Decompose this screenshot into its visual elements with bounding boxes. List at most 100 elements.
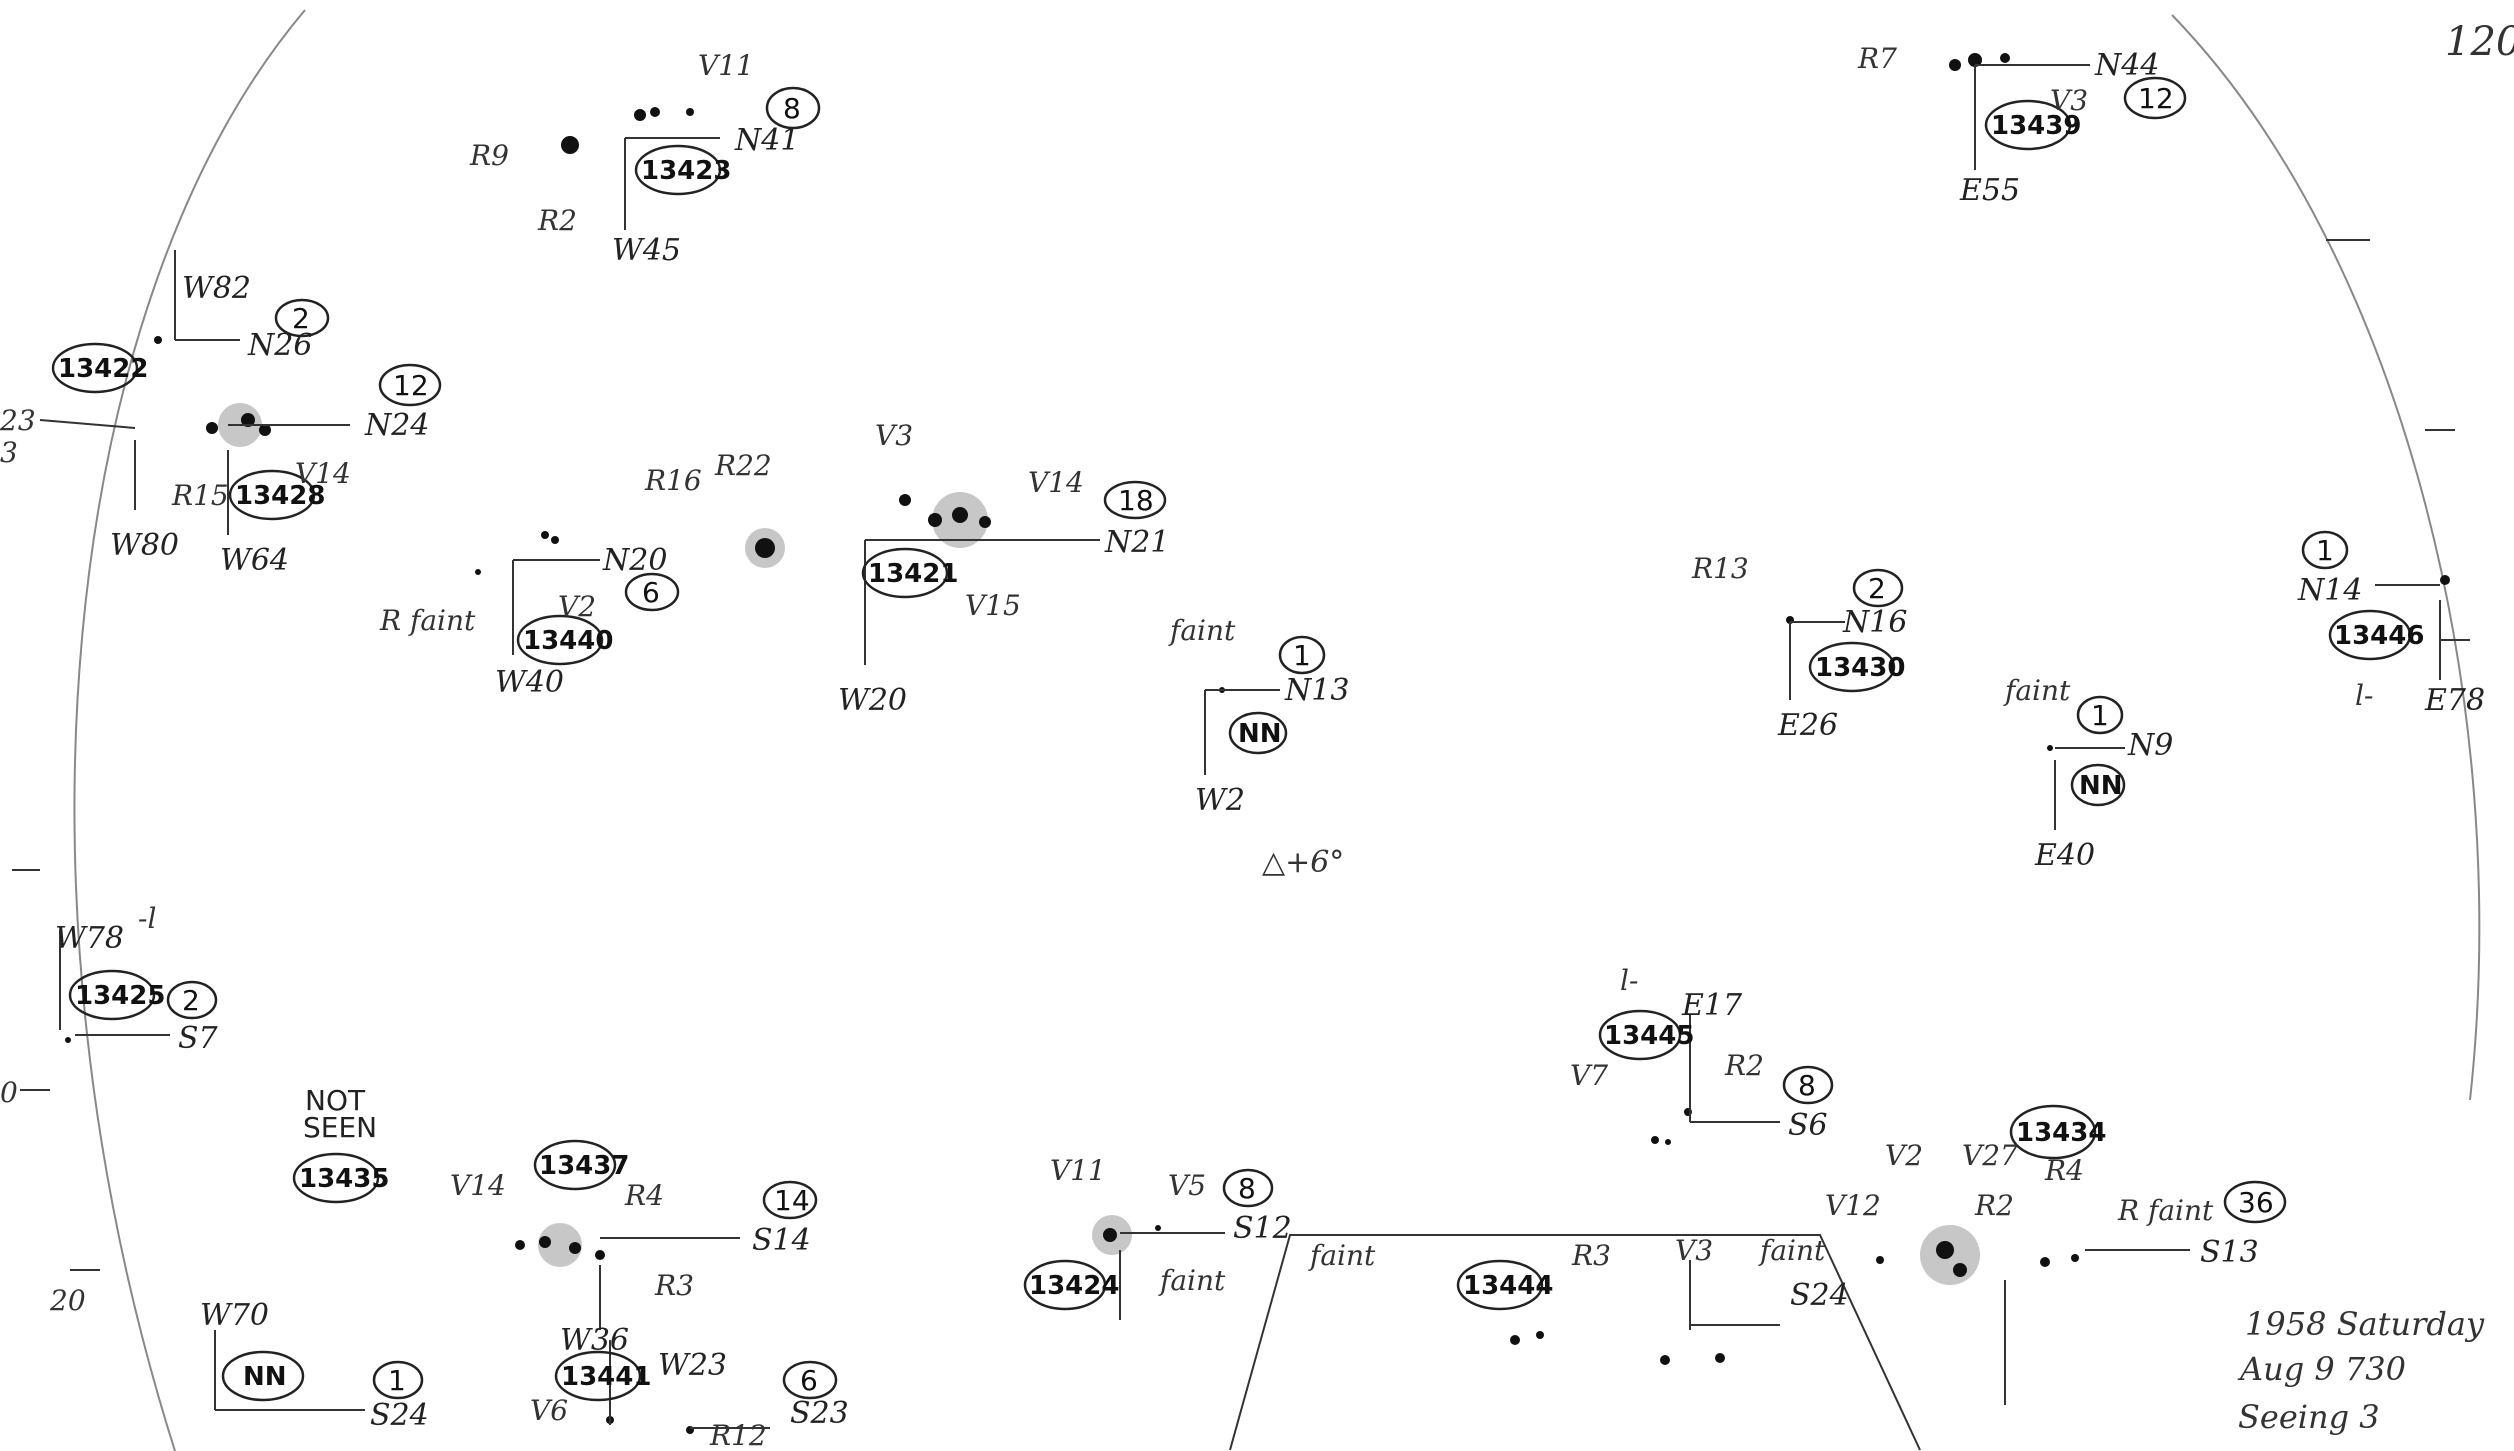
region-circle <box>1228 711 1288 755</box>
region-circle <box>2328 609 2412 661</box>
region-circle <box>2070 763 2126 807</box>
longitude: W70 <box>200 1298 269 1333</box>
region-circle <box>68 969 156 1021</box>
sunspot <box>979 516 991 528</box>
sunspot <box>1949 59 1961 71</box>
spot-count: 1 <box>2316 534 2334 567</box>
label-v3: V3 <box>1675 1234 1713 1267</box>
label-v14: V14 <box>295 457 351 490</box>
latitude: S6 <box>1788 1108 1828 1143</box>
longitude: E40 <box>2034 838 2095 873</box>
region-number: 13428 <box>235 481 325 511</box>
count-circle <box>2076 695 2124 735</box>
sunspot <box>551 536 559 544</box>
axis-lat-left <box>39 419 136 429</box>
sunspot <box>1968 53 1982 67</box>
count-circle <box>765 86 821 130</box>
label-v14: V14 <box>1028 466 1084 499</box>
label-faint: faint <box>1168 614 1236 647</box>
sunspot <box>928 513 942 527</box>
sunspot <box>541 531 549 539</box>
region-number: NN <box>2079 771 2123 801</box>
latitude: N24 <box>364 408 429 443</box>
note-seeing-line: Seeing 3 <box>2238 1398 2380 1436</box>
count-circle <box>166 980 218 1020</box>
spot-count: 12 <box>2138 82 2174 115</box>
spot-count: 1 <box>1293 639 1311 672</box>
group-13441: 13441 6 S23 W23 W36 V6 R12 <box>530 1323 849 1451</box>
longitude: E26 <box>1777 708 1838 743</box>
latitude: S14 <box>752 1223 811 1258</box>
region-circle <box>533 1139 617 1191</box>
spot-count: 2 <box>292 302 310 335</box>
limb-mark-3: 3 <box>0 436 18 469</box>
sunspot <box>1155 1225 1161 1231</box>
label-v2: V2 <box>1885 1139 1923 1172</box>
region-circle <box>1456 1259 1544 1311</box>
count-circle <box>782 1360 838 1400</box>
label-r3: R3 <box>654 1269 694 1302</box>
spot-count: 2 <box>1868 572 1886 605</box>
spot-count: 8 <box>1238 1172 1256 1205</box>
sunspot <box>241 413 255 427</box>
sunspot <box>595 1250 605 1260</box>
sunspot <box>899 494 911 506</box>
group-13430: 13430 2 N16 E26 R13 <box>1691 552 1907 743</box>
sunspot <box>650 107 660 117</box>
region-number: 13434 <box>2016 1118 2106 1148</box>
label-r13: R13 <box>1691 552 1749 585</box>
sunspot <box>206 422 218 434</box>
limb-mark-20: 20 <box>49 1284 86 1317</box>
group-nn-north: NN 1 N13 W2 faint <box>1168 614 1349 818</box>
spot-count: 8 <box>1798 1069 1816 1102</box>
label-r22: R22 <box>714 449 772 482</box>
sunspot <box>1660 1355 1670 1365</box>
sunspot <box>539 1236 551 1248</box>
region-number: 13424 <box>1029 1271 1119 1301</box>
group-13421: 13421 18 N21 W20 V3 V14 V15 R16 R22 <box>644 419 1169 718</box>
longitude: W64 <box>220 543 289 578</box>
label-r4: R4 <box>624 1179 664 1212</box>
group-nn-south: NN 1 S24 W70 <box>200 1298 429 1433</box>
spot-count: 14 <box>774 1184 810 1217</box>
label-r16: R16 <box>644 464 702 497</box>
note-time-line: Aug 9 730 <box>2237 1350 2406 1388</box>
sunspot <box>1510 1335 1520 1345</box>
sunspot <box>1715 1353 1725 1363</box>
label-r4: R4 <box>2044 1154 2084 1187</box>
label-v14: V14 <box>450 1169 506 1202</box>
region-number: 13439 <box>1991 111 2081 141</box>
region-circle <box>634 144 722 196</box>
label-r-faint: R faint <box>379 604 476 637</box>
region-number: 13446 <box>2334 621 2424 651</box>
longitude: W2 <box>1195 783 1245 818</box>
region-number: 13437 <box>539 1151 629 1181</box>
group-13424: 13424 8 S12 V11 V5 faint <box>1023 1154 1292 1320</box>
sunspot <box>952 507 968 523</box>
sunspot <box>154 336 162 344</box>
latitude: N16 <box>1842 605 1907 640</box>
penumbra <box>538 1223 582 1267</box>
latitude: S23 <box>790 1396 849 1431</box>
count-circle <box>2301 530 2349 570</box>
longitude: W82 <box>182 271 251 306</box>
group-13423: 13423 8 N41 W45 V11 R9 R2 <box>469 49 821 268</box>
label-r2: R2 <box>1724 1049 1764 1082</box>
label-r12: R12 <box>709 1419 767 1451</box>
label-r2: R2 <box>1974 1189 2014 1222</box>
count-circle <box>1278 635 1326 675</box>
group-13445: 13445 8 S6 E17 l- V7 R2 <box>1570 964 1834 1145</box>
sunspot <box>1665 1139 1671 1145</box>
region-number: NN <box>243 1362 287 1392</box>
sunspot <box>561 136 579 154</box>
latitude: N14 <box>2297 573 2362 608</box>
count-circle <box>1103 480 1167 520</box>
sunspot <box>2000 53 2010 63</box>
longitude: E55 <box>1959 173 2020 208</box>
group-13439: 13439 12 N44 E55 R7 V3 <box>1857 42 2187 208</box>
sunspot <box>755 538 775 558</box>
label-v11: V11 <box>698 49 754 82</box>
latitude: N9 <box>2127 728 2173 763</box>
latitude: N41 <box>734 123 799 158</box>
spot-count: 6 <box>642 576 660 609</box>
